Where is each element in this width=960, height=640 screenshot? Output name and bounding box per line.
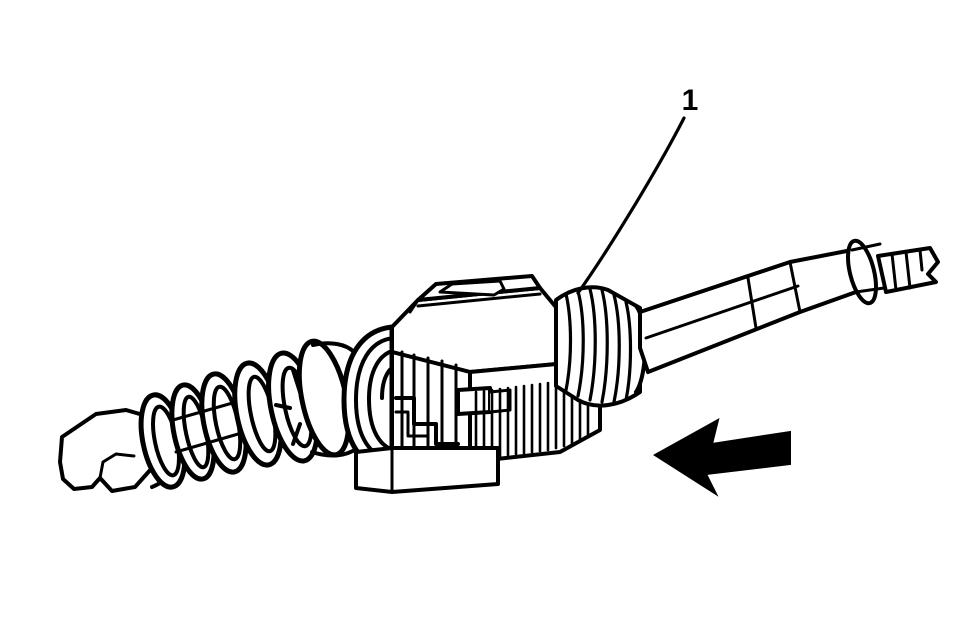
coil-spring-section bbox=[232, 338, 358, 468]
direction-arrow bbox=[653, 418, 791, 497]
assembly-drawing bbox=[58, 238, 940, 494]
housing-top-plate bbox=[408, 274, 542, 314]
switch-housing-body bbox=[341, 286, 602, 473]
housing-base-bracket bbox=[354, 446, 500, 494]
splined-shaft-end bbox=[876, 246, 940, 294]
callout-1-label: 1 bbox=[682, 84, 699, 117]
intermediate-shaft-tube bbox=[638, 248, 858, 374]
shaft-collar bbox=[846, 238, 886, 306]
ribbed-boot-section bbox=[554, 285, 647, 408]
callout-1-leader-line bbox=[576, 116, 686, 295]
